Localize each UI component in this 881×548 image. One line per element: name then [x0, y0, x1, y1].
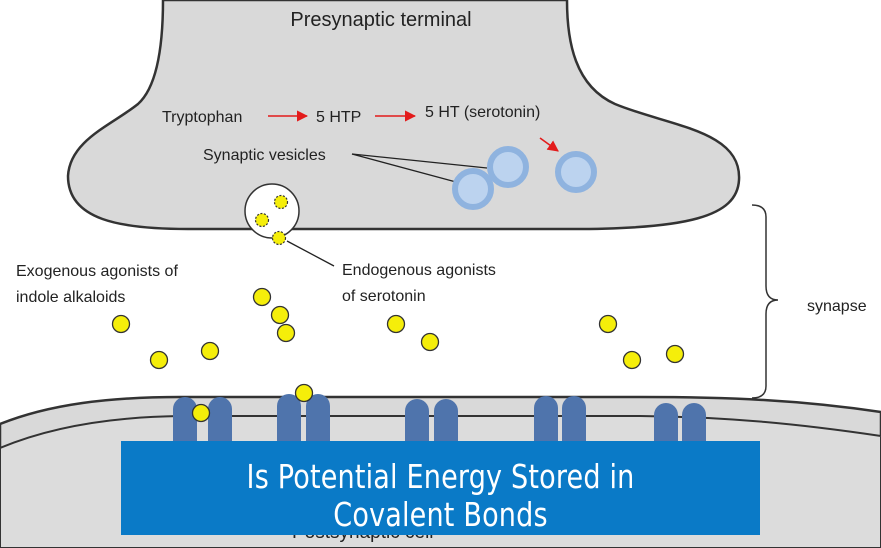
- agonist-dot: [149, 350, 169, 370]
- synapse-bracket: [751, 204, 779, 399]
- synapse-label: synapse: [807, 298, 867, 315]
- agonist-dot: [200, 341, 220, 361]
- synaptic-vesicles: [452, 146, 597, 210]
- vesicle: [452, 168, 494, 210]
- title-banner: Is Potential Energy Stored in Covalent B…: [121, 441, 760, 535]
- pointer-line: [351, 153, 488, 169]
- exogenous-label-line2: indole alkaloids: [16, 289, 125, 306]
- agonist-dot: [294, 383, 314, 403]
- receptor: [306, 394, 330, 456]
- pointer-line: [351, 153, 457, 183]
- banner-title: Is Potential Energy Stored in Covalent B…: [246, 457, 635, 534]
- receptor: [277, 394, 301, 456]
- vesicle: [555, 151, 597, 193]
- vesicles-label: Synaptic vesicles: [203, 147, 326, 164]
- agonist-dot: [252, 287, 272, 307]
- agonist-dot: [270, 305, 290, 325]
- presynaptic-label: Presynaptic terminal: [290, 9, 471, 31]
- agonist-dot: [271, 230, 287, 246]
- agonist-dot: [254, 212, 270, 228]
- agonist-dot: [598, 314, 618, 334]
- 5htp-label: 5 HTP: [316, 109, 361, 126]
- 5ht-label: 5 HT (serotonin): [425, 104, 540, 121]
- agonist-dot: [191, 403, 211, 423]
- agonist-dot: [276, 323, 296, 343]
- agonists: [111, 287, 685, 423]
- endogenous-label-line2: of serotonin: [342, 288, 426, 305]
- exogenous-label-line1: Exogenous agonists of: [16, 263, 178, 280]
- agonist-dot: [111, 314, 131, 334]
- pointer-line: [286, 240, 335, 267]
- tryptophan-label: Tryptophan: [162, 109, 242, 126]
- agonist-dot: [386, 314, 406, 334]
- vesicle: [487, 146, 529, 188]
- agonist-dot: [665, 344, 685, 364]
- endogenous-label-line1: Endogenous agonists: [342, 262, 496, 279]
- fusing-vesicle: [244, 183, 300, 239]
- agonist-dot: [622, 350, 642, 370]
- agonist-dot: [273, 194, 289, 210]
- vesicle-contents: [254, 194, 289, 246]
- agonist-dot: [420, 332, 440, 352]
- release-arrow: [539, 137, 559, 152]
